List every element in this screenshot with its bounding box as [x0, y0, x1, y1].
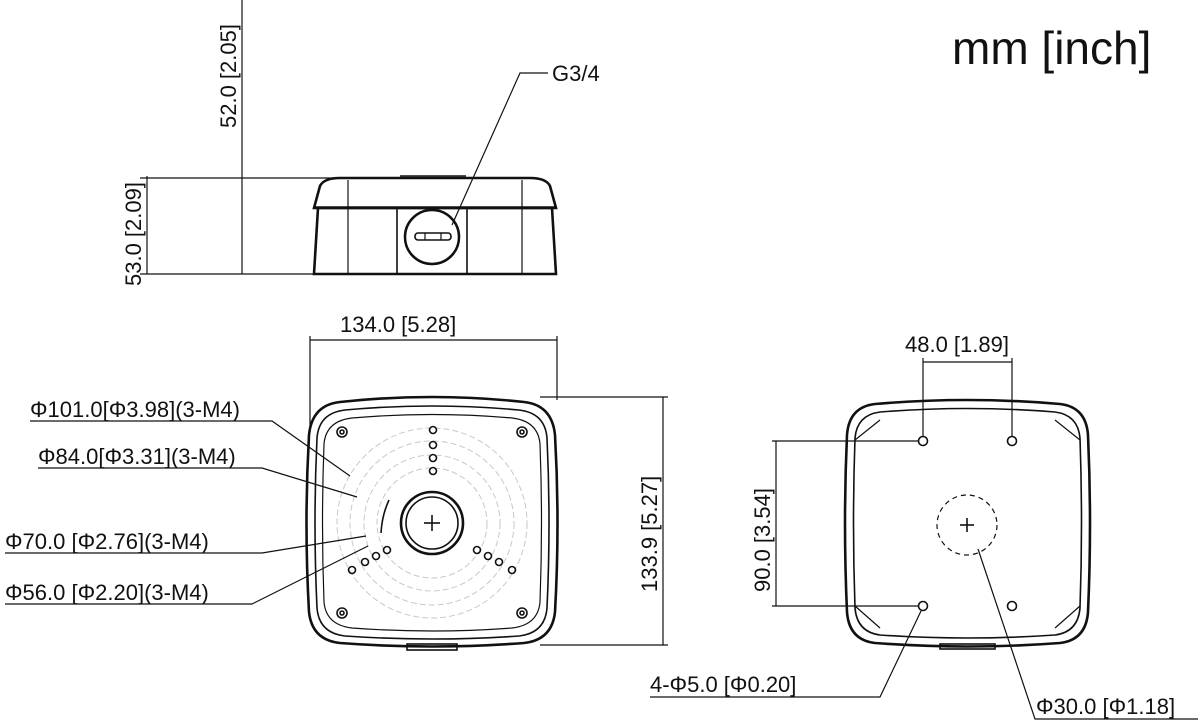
callout-101: Φ101.0[Φ3.98](3-M4): [30, 397, 240, 422]
units-label: mm [inch]: [952, 22, 1151, 74]
callout-84: Φ84.0[Φ3.31](3-M4): [38, 444, 236, 469]
hole-spacing-x: 48.0 [1.89]: [905, 332, 1009, 357]
thread-label: G3/4: [552, 61, 600, 86]
hole-callout: 4-Φ5.0 [Φ0.20]: [650, 672, 796, 697]
width-dimension: 134.0 [5.28]: [340, 312, 456, 337]
side-view: 52.0 [2.05] 53.0 [2.09] G3/4: [121, 0, 600, 286]
callout-56: Φ56.0 [Φ2.20](3-M4): [5, 580, 209, 605]
depth-dimension: 133.9 [5.27]: [637, 476, 662, 592]
center-callout: Φ30.0 [Φ1.18]: [1036, 694, 1175, 719]
callout-70: Φ70.0 [Φ2.76](3-M4): [5, 529, 209, 554]
bottom-view: 48.0 [1.89] 90.0 [3.54] 4-Φ5.0 [Φ0.20] Φ…: [650, 332, 1198, 720]
top-view: 134.0 [5.28] 133.9 [5.27] Φ1: [5, 312, 668, 651]
hole-spacing-y: 90.0 [3.54]: [750, 488, 775, 592]
total-height-dimension: 52.0 [2.05]: [216, 24, 241, 128]
box-height-dimension: 53.0 [2.09]: [121, 182, 146, 286]
